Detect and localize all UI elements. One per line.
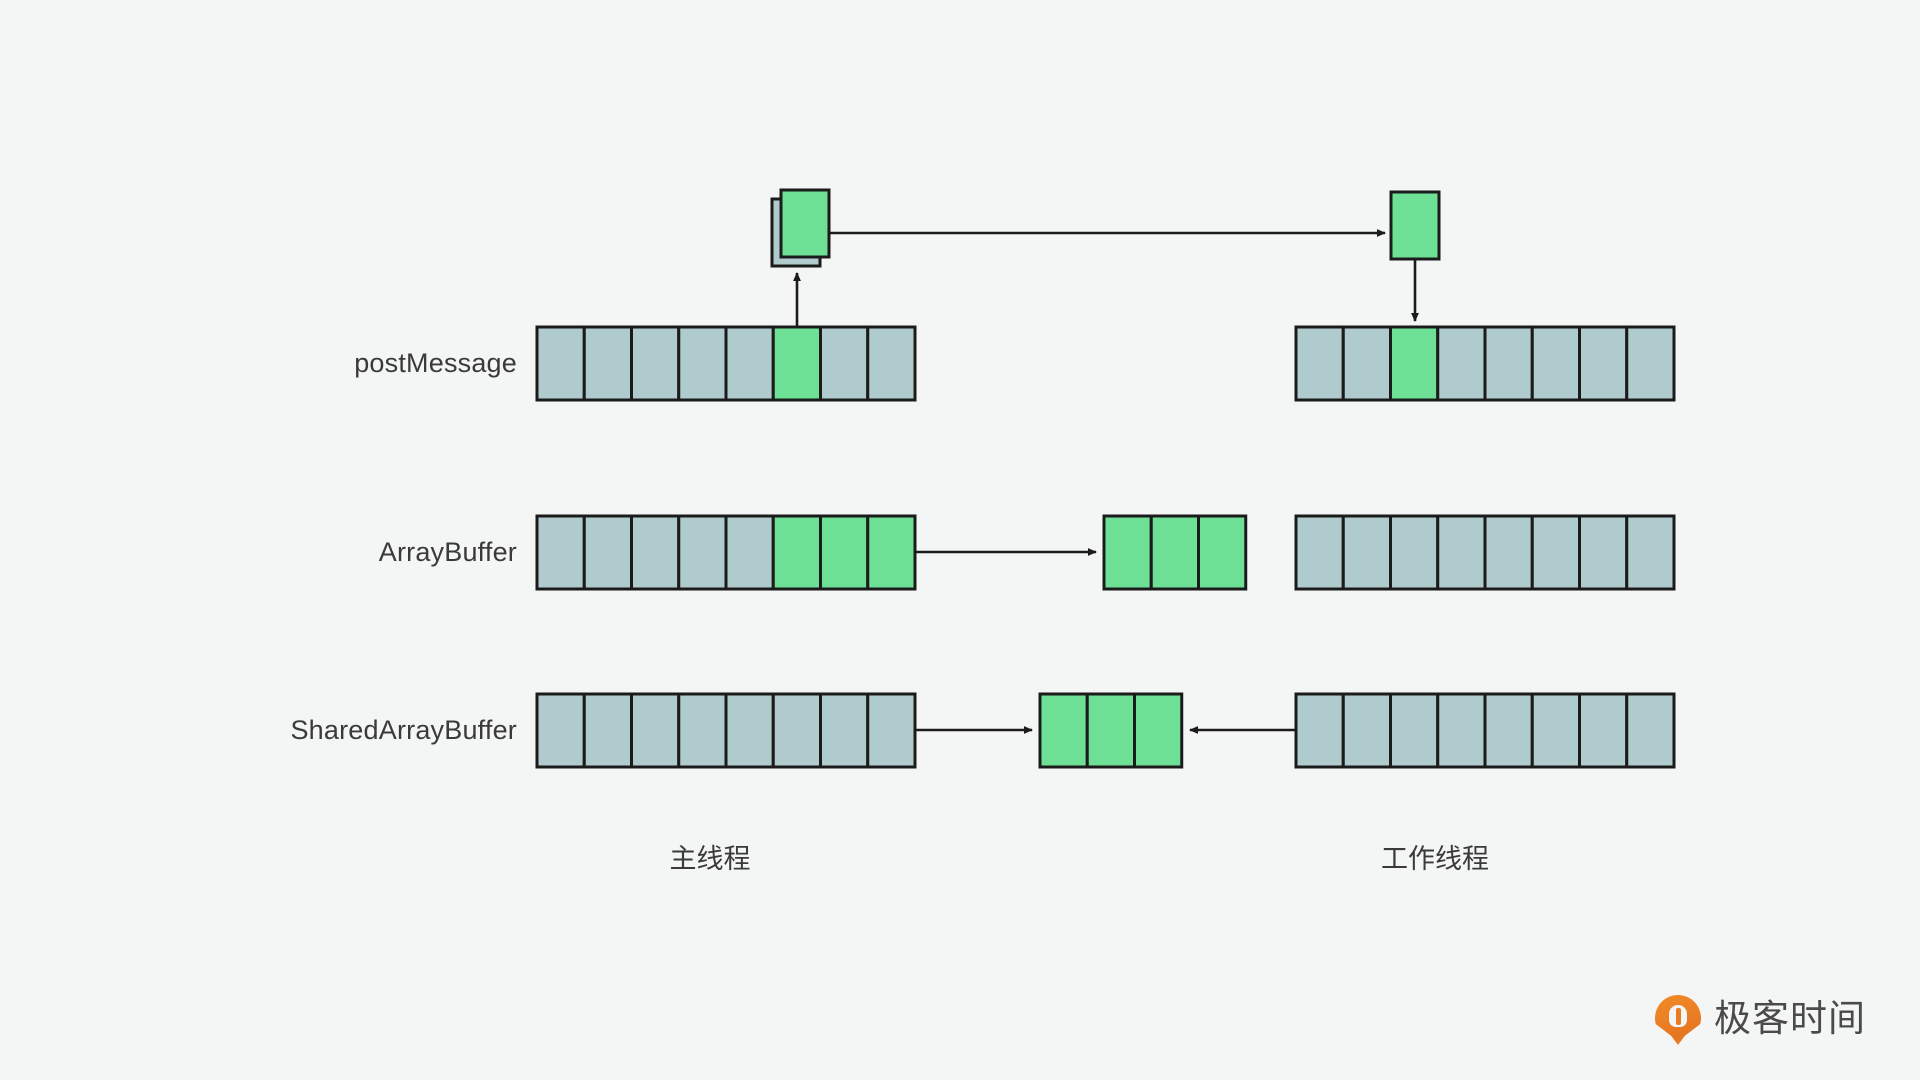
row-label-sharedarraybuffer: SharedArrayBuffer — [290, 715, 517, 745]
row-postmessage — [535, 188, 1676, 402]
row-label-postmessage: postMessage — [354, 348, 517, 378]
sharedarraybuffer-right-buffer — [1294, 692, 1676, 769]
postmessage-transfer-card — [770, 188, 831, 268]
row-sharedarraybuffer — [535, 692, 1676, 769]
postmessage-worker-card — [1389, 190, 1441, 261]
sharedarraybuffer-shared-block — [1038, 692, 1184, 769]
row-arraybuffer — [535, 514, 1676, 591]
thread-label-main: 主线程 — [669, 844, 751, 874]
sharedarraybuffer-left-buffer — [535, 692, 917, 769]
arraybuffer-left-buffer — [535, 514, 917, 591]
arraybuffer-right-buffer — [1294, 514, 1676, 591]
watermark-text: 极客时间 — [1714, 997, 1866, 1039]
postmessage-left-buffer — [535, 325, 917, 402]
thread-label-worker: 工作线程 — [1381, 844, 1489, 874]
postmessage-right-buffer — [1294, 325, 1676, 402]
watermark: 极客时间 — [1655, 995, 1866, 1045]
row-label-arraybuffer: ArrayBuffer — [378, 537, 517, 567]
geektime-logo-icon — [1655, 995, 1701, 1045]
arraybuffer-detached-block — [1102, 514, 1248, 591]
